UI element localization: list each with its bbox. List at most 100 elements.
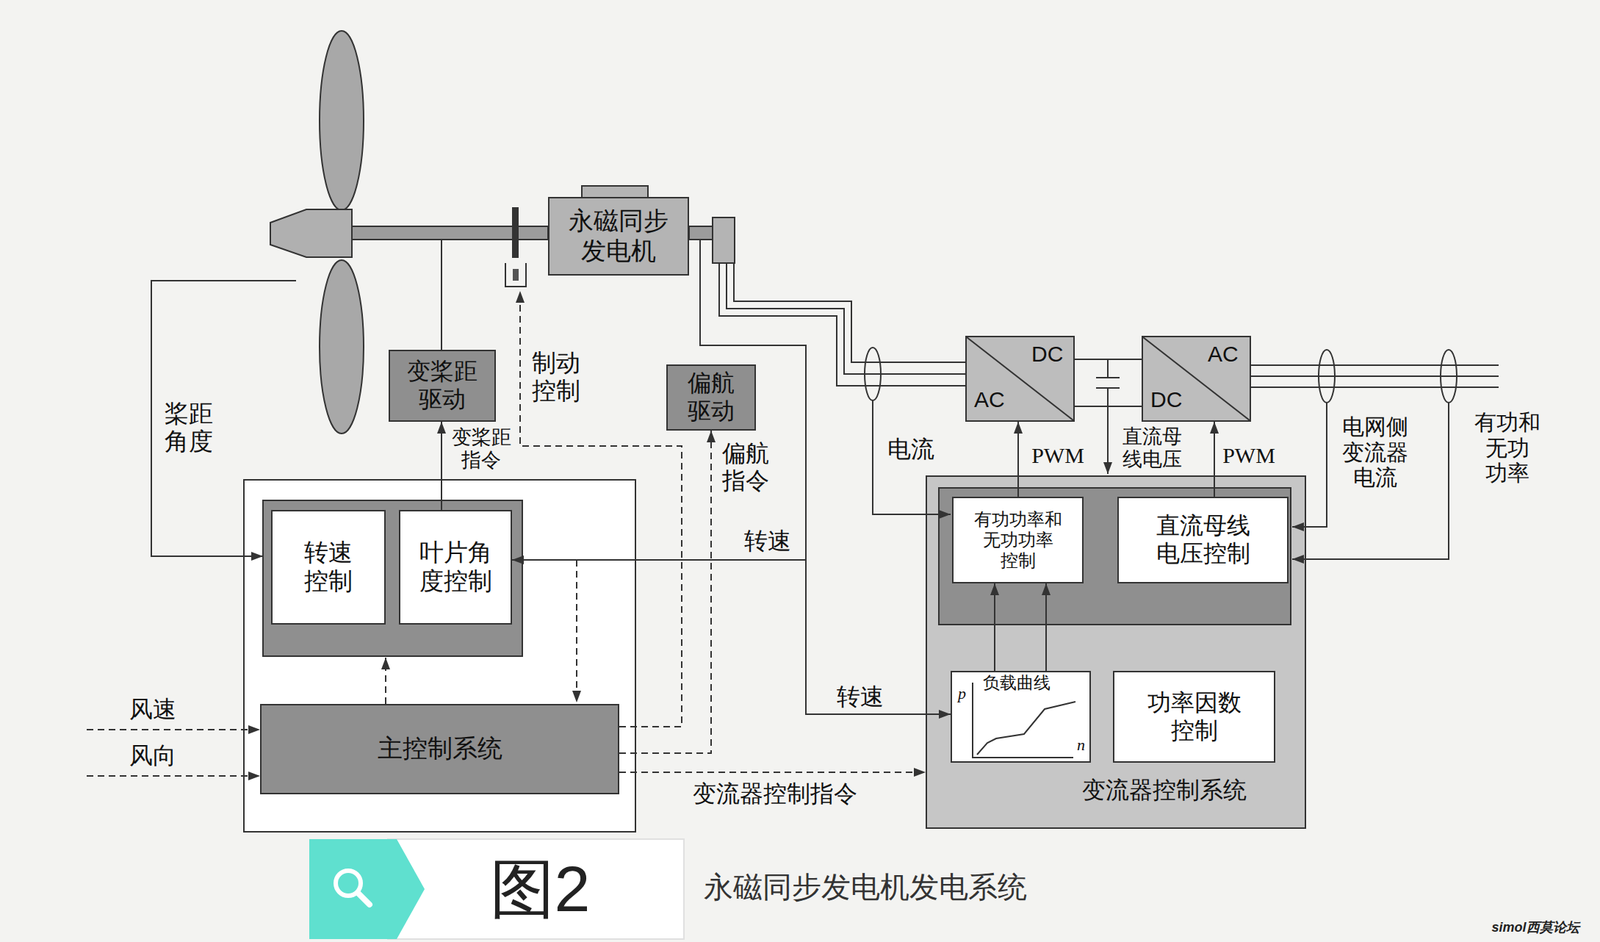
control-block: 有功功率和 无功功率 控制 <box>952 496 1084 584</box>
grid-wire <box>1251 365 1499 388</box>
current-sensor <box>864 347 881 401</box>
node-label: 直流母线 电压控制 <box>1151 512 1255 568</box>
power-signal <box>1292 402 1449 560</box>
search-icon <box>357 892 370 905</box>
connector-line <box>993 583 996 671</box>
control-block: 叶片角 度控制 <box>398 509 513 625</box>
caption-box <box>387 838 684 939</box>
connector-line <box>1045 583 1047 671</box>
plot-axis <box>972 682 1074 758</box>
stator-wire <box>726 262 966 374</box>
node-label: 变桨距 驱动 <box>401 357 483 414</box>
connector-line <box>440 421 443 510</box>
node-label: 功率因数 控制 <box>1143 689 1246 745</box>
axis-label: AC <box>974 387 1005 413</box>
axis-label: n <box>1076 735 1086 754</box>
connector-label: PWM <box>1220 442 1277 469</box>
node-label: 主控制系统 <box>329 733 551 764</box>
capacitor <box>1096 359 1120 407</box>
load-curve <box>977 701 1076 755</box>
connector-label: 变桨距 指令 <box>448 426 515 472</box>
signal-label: 有功和 无功 功率 <box>1470 409 1545 487</box>
converter-controller: 变流器控制系统 有功功率和 无功功率 控制 直流母线 电压控制负载曲线 p n 功率因数 … <box>925 475 1307 829</box>
control-block: 转速 控制 <box>271 509 386 625</box>
figure-caption: 永磁同步发电机发电系统 <box>703 866 1027 908</box>
panel-background <box>925 475 1307 829</box>
main-controller: 主控制系统 <box>260 703 620 795</box>
connector <box>994 583 996 671</box>
power-sensor <box>1440 349 1457 403</box>
signal-label: 电流 <box>885 435 936 463</box>
brake-disc <box>512 207 519 258</box>
rotor-blade <box>319 260 364 434</box>
connector-line <box>619 430 712 753</box>
brake-signal <box>520 290 682 727</box>
connector <box>619 772 926 773</box>
command-signal <box>384 657 387 704</box>
node-label: 偏航 驱动 <box>681 369 741 426</box>
node-label: 叶片角 度控制 <box>415 538 496 596</box>
axis-label: p <box>957 683 967 703</box>
node-label: DC <box>1031 341 1063 368</box>
connector <box>1018 421 1019 497</box>
watermark: simol西莫论坛 <box>1489 919 1581 936</box>
connector <box>1214 421 1216 497</box>
connector-label: 偏航 指令 <box>718 440 773 495</box>
drive-box: 偏航 驱动 <box>666 364 756 431</box>
wind-speed-signal <box>86 728 261 731</box>
current-sensor <box>1318 349 1335 403</box>
encoder <box>712 217 735 263</box>
rotor-hub <box>270 209 352 258</box>
converter-box: DC AC <box>965 335 1075 422</box>
control-panel <box>262 500 523 657</box>
input-label: 风速 <box>127 695 178 723</box>
connector-line <box>1074 405 1142 407</box>
shaft-stub <box>689 226 715 240</box>
speed-signal <box>700 239 951 715</box>
connector <box>1074 359 1142 407</box>
connector-line <box>619 771 926 773</box>
caption-tab <box>309 838 425 939</box>
generator-top <box>581 185 648 198</box>
converter-box: AC DC <box>1141 335 1252 422</box>
signal-label: 电网侧 变流器 电流 <box>1338 414 1412 491</box>
node-label: 转速 控制 <box>298 538 358 596</box>
dc-voltage-signal <box>1107 406 1109 474</box>
signal-label: 转速 <box>835 683 886 711</box>
control-block: 功率因数 控制 <box>1112 670 1276 763</box>
axis-label: DC <box>1150 387 1183 413</box>
connector <box>441 421 443 510</box>
speed-signal <box>512 559 806 561</box>
current-signal <box>872 400 951 515</box>
connector <box>1046 583 1047 671</box>
brake-pad <box>512 268 519 281</box>
control-block: 直流母线 电压控制 <box>1117 496 1289 584</box>
pitch-linkage <box>440 239 443 350</box>
rotor-blade <box>319 30 364 211</box>
connector-line <box>1017 421 1019 497</box>
speed-signal <box>575 559 578 703</box>
drive-box: 变桨距 驱动 <box>388 349 496 422</box>
panel-backgrounds <box>925 475 1307 829</box>
controller-housing <box>243 479 636 832</box>
figure-number: 图2 <box>488 851 593 926</box>
connector-line <box>1074 358 1142 360</box>
node-label: 负载曲线 <box>982 673 1051 693</box>
converter-diagonal <box>1143 337 1250 421</box>
node-label: 有功功率和 无功功率 控制 <box>970 509 1066 572</box>
input-label: 风向 <box>127 741 178 770</box>
signal-label: 制动 控制 <box>527 349 585 406</box>
grid-current-signal <box>1292 402 1327 527</box>
signal-label: 转速 <box>742 527 793 555</box>
connector <box>619 430 712 753</box>
node-label: 永磁同步 发电机 <box>563 206 674 266</box>
node-label: 变流器控制系统 <box>1082 776 1247 804</box>
node-label: AC <box>1207 341 1239 368</box>
stator-wire <box>733 262 966 363</box>
generator-box: 永磁同步 发电机 <box>548 196 690 276</box>
wind-direction-signal <box>86 775 261 777</box>
load-curve-box: 负载曲线 p n <box>950 670 1091 763</box>
connector-line <box>1213 421 1216 497</box>
stator-wire <box>719 262 966 386</box>
